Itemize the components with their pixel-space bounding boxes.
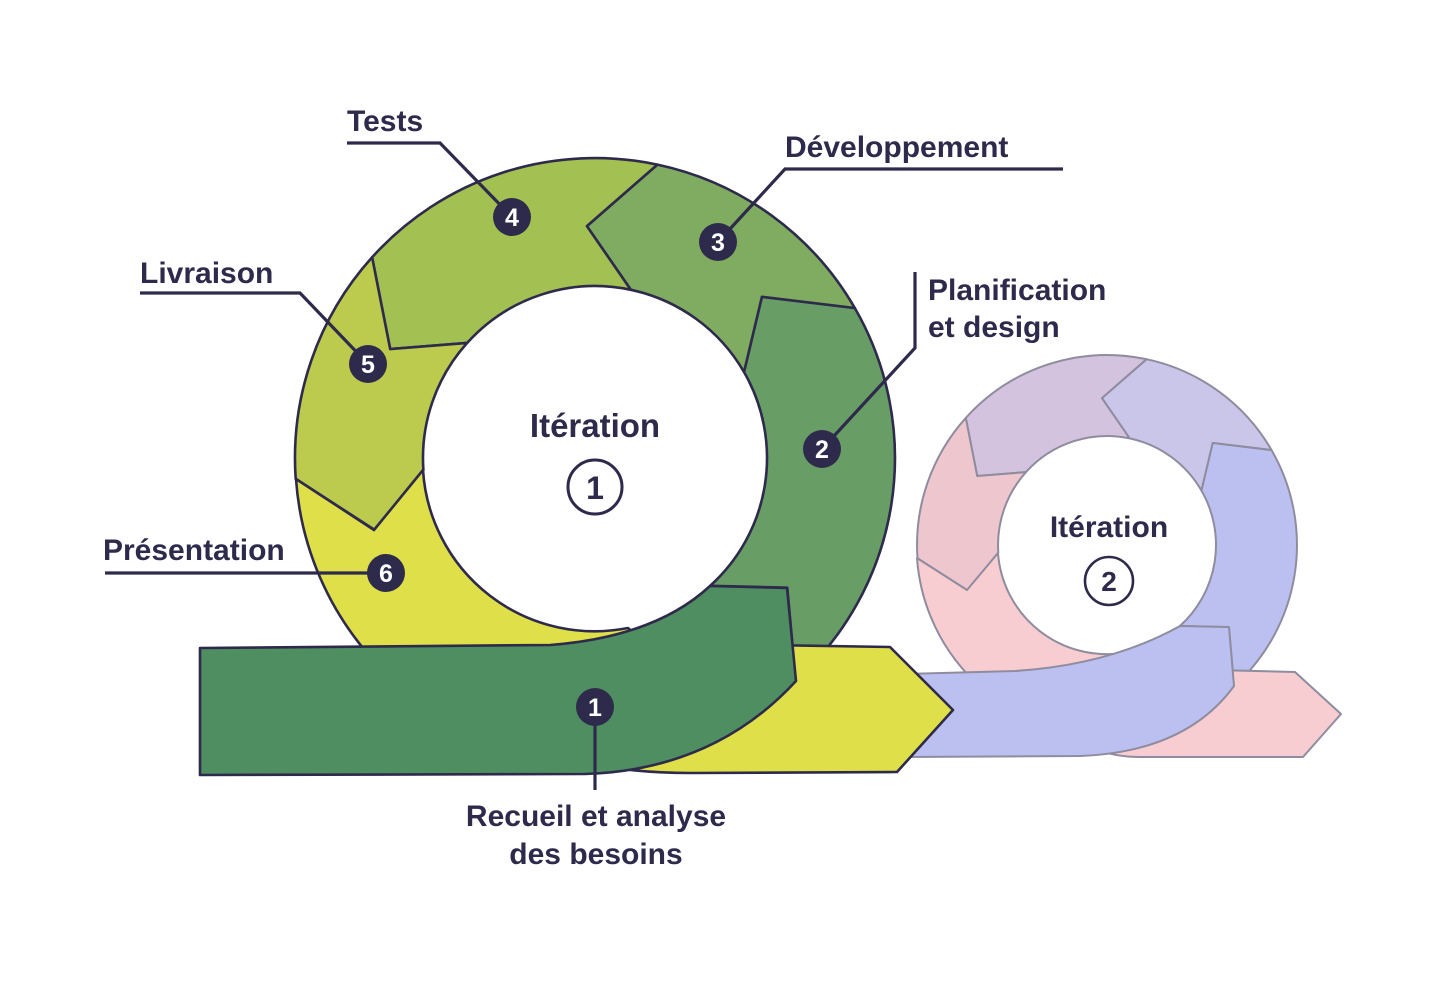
step-badge-4: 4: [493, 198, 531, 236]
developpement-label: Développement: [785, 131, 1008, 164]
tests-leader-line: [347, 141, 514, 219]
livraison-leader-line: [140, 291, 370, 366]
iteration-1-entry-band: [198, 584, 798, 777]
iteration-1-segment-2: [708, 295, 897, 683]
presentation-label: Présentation: [103, 534, 285, 567]
iteration-2-number: 2: [1101, 566, 1117, 597]
step-badge-1-number: 1: [588, 694, 602, 722]
step-badge-6-number: 6: [379, 560, 393, 588]
recueil-label-line1: Recueil et analyse: [466, 800, 726, 833]
step-badge-5-number: 5: [361, 351, 375, 379]
step-badge-3: 3: [699, 223, 737, 261]
step-badge-2-circle: [803, 430, 841, 468]
step-badge-2: 2: [803, 430, 841, 468]
iteration-2-center-label: Itération 2: [1050, 511, 1168, 607]
iteration-2-entry-band: [904, 625, 1235, 758]
iteration-1-title: Itération: [530, 407, 660, 444]
planification-label-line1: Planification: [928, 274, 1106, 307]
iteration-1-number-circle: [566, 458, 624, 516]
step-badge-2-number: 2: [815, 436, 829, 464]
step-labels: Tests Développement Livraison Planificat…: [103, 105, 1106, 871]
step-badge-3-number: 3: [711, 229, 725, 257]
tests-label: Tests: [347, 105, 423, 138]
step-badges: 1 2 3 4 5 6: [349, 198, 841, 726]
developpement-leader-line: [716, 167, 1063, 244]
step-badge-3-circle: [699, 223, 737, 261]
step-badge-1-circle: [576, 688, 614, 726]
step-badge-5: 5: [349, 345, 387, 383]
iteration-1-number: 1: [586, 470, 604, 506]
step-badge-1: 1: [576, 688, 614, 726]
iteration-2-title: Itération: [1050, 511, 1168, 544]
planification-leader-line: [820, 272, 917, 451]
planification-label-line2: et design: [928, 311, 1060, 344]
iteration-2-number-circle: [1083, 555, 1135, 607]
step-badge-4-circle: [493, 198, 531, 236]
iteration-1-center-label: Itération 1: [530, 407, 660, 516]
step-badge-4-number: 4: [505, 204, 519, 232]
iteration-2-loop: [904, 354, 1342, 758]
step-badge-6-circle: [367, 554, 405, 592]
step-badge-5-circle: [349, 345, 387, 383]
step-badge-6: 6: [367, 554, 405, 592]
livraison-label: Livraison: [140, 257, 273, 290]
recueil-label-line2: des besoins: [509, 838, 682, 871]
iteration-1-loop: [198, 156, 955, 777]
